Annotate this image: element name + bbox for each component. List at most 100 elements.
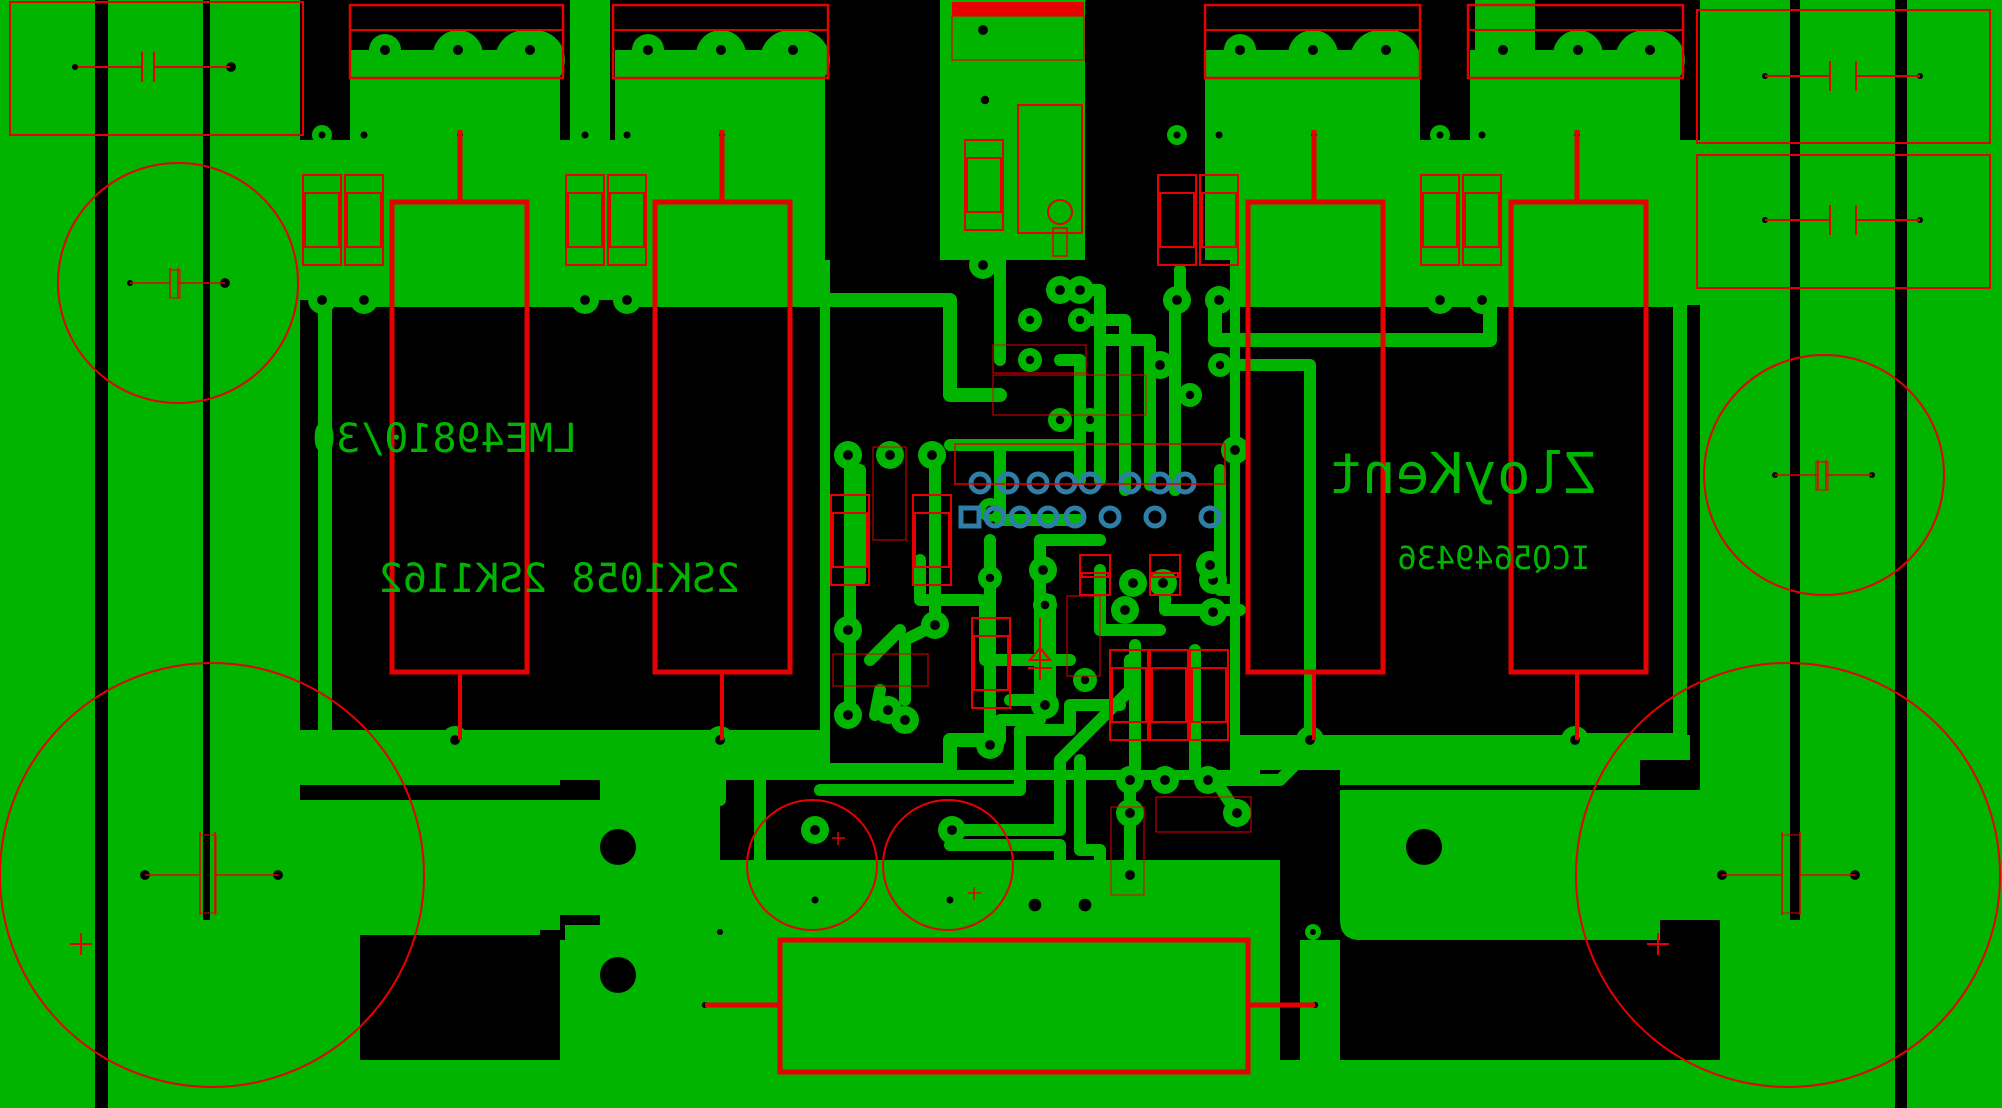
pad-hole [1155,360,1165,370]
right-rail-inner [1800,0,1895,1108]
pad-hole [1125,775,1135,785]
right-heatsink-area [1240,305,1700,735]
pad-hole [1214,295,1224,305]
pad-hole [1160,775,1170,785]
pad-hole [1477,295,1487,305]
resistor-outline [607,174,647,266]
resistor-outlines [302,139,1502,741]
cap-outline [57,162,299,404]
ic-pin [1098,505,1122,529]
transistor-pads-2 [632,30,830,140]
resistor-outline [344,174,384,266]
ic-pin [1173,471,1197,495]
resistor-body [1111,667,1147,723]
pad-hole [1080,675,1090,685]
resistor-outline [1420,174,1460,266]
pad-hole [1310,929,1316,935]
resistor-body [304,192,340,248]
cap-symbol-body [169,269,181,299]
center-bottom-pad [1120,865,1280,1060]
pad-hole [1128,578,1138,588]
pads [67,16,1928,1014]
pad-hole [580,295,590,305]
pad-hole [581,131,589,139]
pad-hole [453,45,463,55]
resistor-outline [971,617,1011,709]
trace [318,293,462,747]
pad-hole [883,705,893,715]
pad-hole [1208,607,1218,617]
ic-part-text: LME49810/30 [312,416,577,462]
trace [1208,293,1497,347]
small-cap-outline [1155,796,1252,833]
pad-hole [1025,355,1035,365]
resistor-outline [1199,174,1239,266]
pad-hole [622,295,632,305]
pad-hole [525,45,535,55]
left-bottom-block [230,800,680,1060]
pad-hole [318,131,326,139]
pad-hole [359,295,369,305]
mounting-holes [482,829,1442,1000]
resistor-outline [912,494,952,586]
ic-pin [983,505,1007,529]
right-rail-3 [1700,0,1790,920]
pad-hole [1308,45,1318,55]
pad-hole [623,131,631,139]
bottom-pour [0,1060,2002,1108]
ic-outline [954,443,1226,485]
small-cap-outline [1110,806,1145,896]
right-gap-2 [1790,0,1800,920]
small-cap-outline [992,374,1147,416]
small-cap-outline [832,653,929,687]
pad-oval [1350,30,1420,90]
pad-hole [1075,285,1085,295]
pad-hole [1498,45,1508,55]
trimmer-lead [1052,227,1068,257]
pad-hole [72,64,78,70]
transistor-pads-3 [1224,30,1420,140]
pad-hole [811,896,819,904]
pad-hole [360,131,368,139]
resistor-outline [565,174,605,266]
pad-hole [1125,870,1135,880]
small-cap-outline [992,344,1087,374]
trace [994,444,1086,526]
ic-pin [996,471,1020,495]
trace [914,554,986,606]
trace [1214,749,1311,786]
transistor-outline [611,3,830,80]
trace [944,439,1086,476]
left-rail-outer [0,0,95,1108]
trace [864,624,906,666]
trace [1074,754,1106,906]
pad-hole [1645,45,1655,55]
pad-hole [1573,45,1583,55]
center-top-trace [940,0,1085,260]
trace [899,449,941,706]
pad-oval [1288,30,1338,140]
cap-symbol-body [199,834,217,914]
transistor-outline [1466,3,1685,80]
mount-hole [482,957,518,993]
trace [613,293,1007,402]
resistor-body [567,192,603,248]
pad-hole [1038,565,1048,575]
film-cap-outline [9,1,304,136]
ic-pin [1008,505,1032,529]
resistor-body [346,192,382,248]
pad-hole [450,735,460,745]
resistor-body [1151,667,1187,723]
ic-pin [1118,471,1142,495]
ic-pin [1063,505,1087,529]
resistor-body [966,157,1002,213]
resistor-body [832,512,868,568]
pad-hole [317,295,327,305]
trimmer-outline [1017,104,1083,234]
pad-oval [696,30,746,140]
pad-oval [495,30,565,90]
ic-pin [1198,505,1222,529]
pad-hole [1478,131,1486,139]
resistor-body [1159,192,1195,248]
